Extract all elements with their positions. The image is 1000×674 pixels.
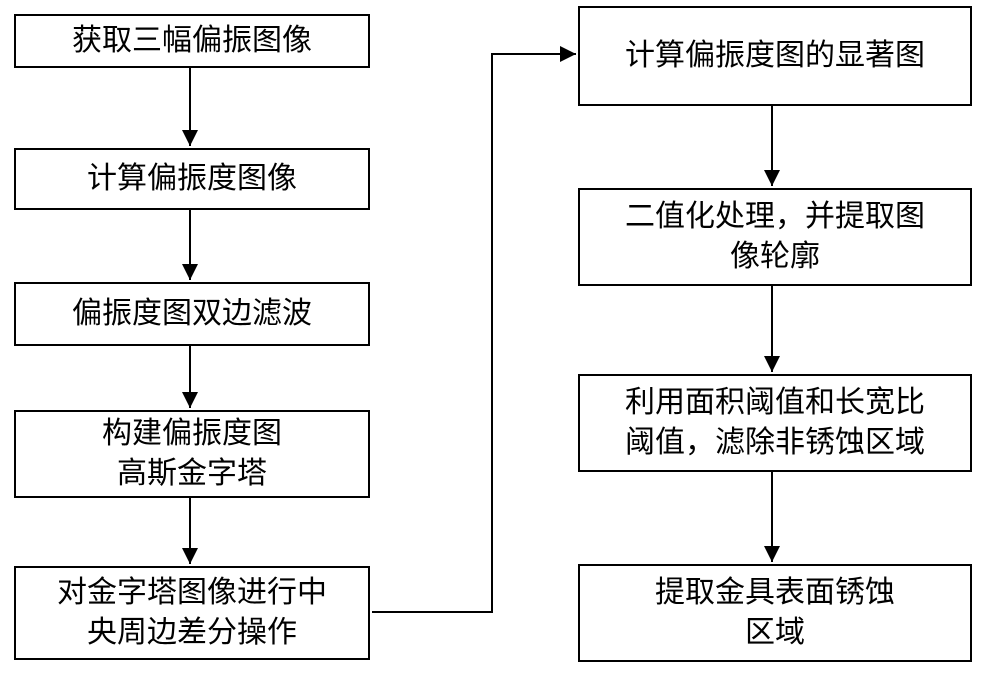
step-label-line-1: 提取金具表面锈蚀 [655,573,895,613]
step-bilateral-filter: 偏振度图双边滤波 [14,282,370,346]
step-filter-non-rust-regions: 利用面积阈值和长宽比 阈值，滤除非锈蚀区域 [578,374,972,472]
step-extract-rust-region: 提取金具表面锈蚀 区域 [578,564,972,662]
step-label-line-1: 利用面积阈值和长宽比 [625,383,925,423]
arrow-step5-to-step6 [372,54,576,612]
step-label-line-2: 高斯金字塔 [117,454,267,494]
step-binarize-extract-contours: 二值化处理，并提取图 像轮廓 [578,188,972,286]
step-label-line-1: 构建偏振度图 [102,414,282,454]
step-label-line-2: 区域 [745,613,805,653]
step-compute-dop-image: 计算偏振度图像 [14,148,370,210]
step-label-line-2: 像轮廓 [730,237,820,277]
step-label: 偏振度图双边滤波 [72,294,312,334]
step-label: 获取三幅偏振图像 [72,21,312,61]
step-label: 计算偏振度图像 [87,159,297,199]
step-center-surround-difference: 对金字塔图像进行中 央周边差分操作 [14,566,370,660]
step-label: 计算偏振度图的显著图 [625,36,925,76]
step-build-gaussian-pyramid: 构建偏振度图 高斯金字塔 [14,410,370,498]
step-label-line-2: 央周边差分操作 [87,613,297,653]
step-acquire-polarization-images: 获取三幅偏振图像 [14,14,370,68]
step-label-line-2: 阈值，滤除非锈蚀区域 [625,423,925,463]
step-compute-saliency-map: 计算偏振度图的显著图 [578,6,972,106]
step-label-line-1: 对金字塔图像进行中 [57,573,327,613]
step-label-line-1: 二值化处理，并提取图 [625,197,925,237]
